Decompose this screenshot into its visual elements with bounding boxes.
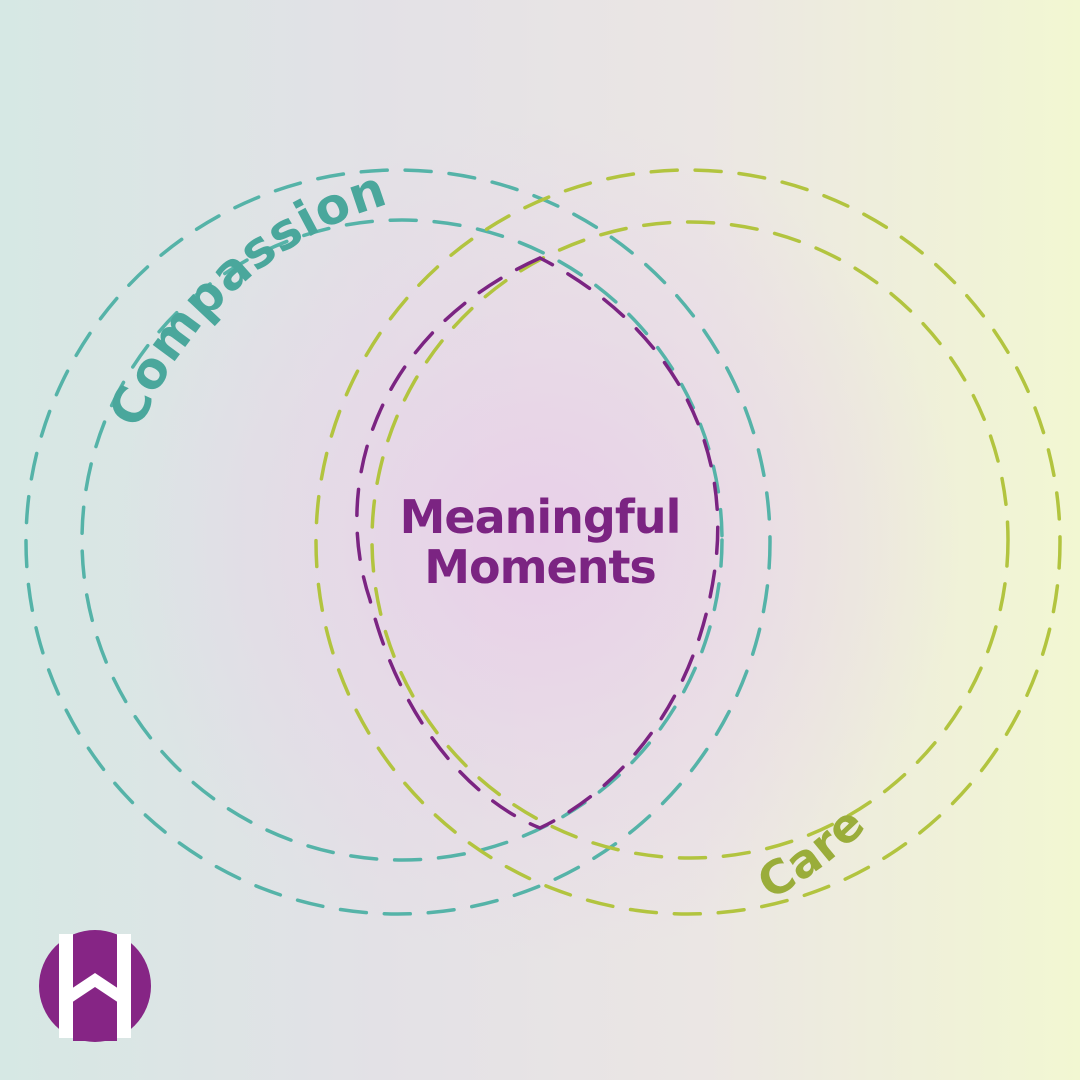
compassion-outer-ring — [24, 168, 772, 916]
meaningful-moments-lens — [355, 256, 720, 830]
care-outer-ring — [314, 168, 1062, 916]
center-label-line-2: Moments — [424, 540, 657, 594]
center-label-line-1: Meaningful — [399, 490, 682, 544]
compassion-inner-ring — [80, 218, 724, 862]
house-h-logo-icon — [38, 929, 152, 1043]
center-label: Meaningful Moments — [340, 492, 740, 592]
care-inner-ring — [370, 220, 1010, 860]
